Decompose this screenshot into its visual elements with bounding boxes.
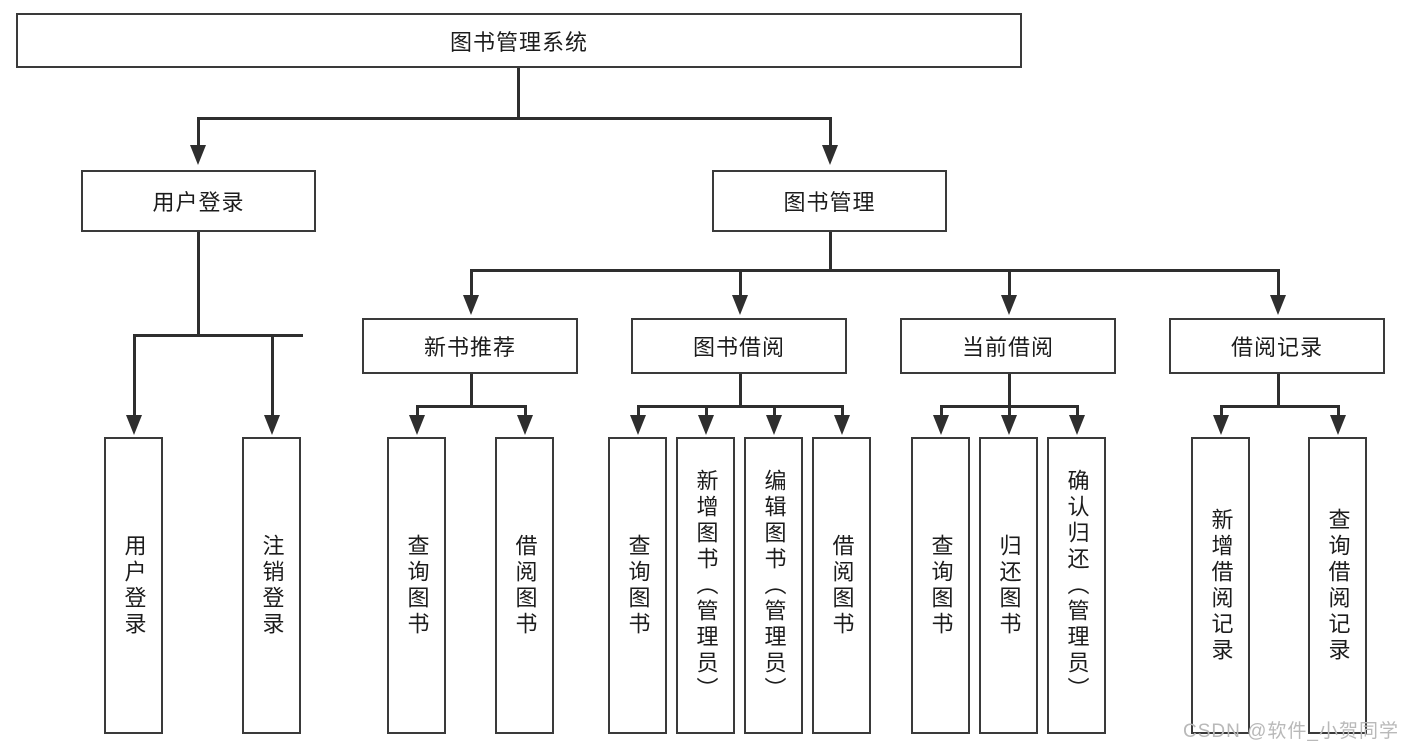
node-label: 用户登录 xyxy=(121,533,147,638)
node-user-login[interactable]: 用户登录 xyxy=(81,170,316,232)
connector-drop-book-management xyxy=(829,117,832,147)
node-new-book-recommend[interactable]: 新书推荐 xyxy=(362,318,578,374)
leaf-borrow-record-query[interactable]: 查询借阅记录 xyxy=(1308,437,1367,734)
node-label: 借阅记录 xyxy=(1230,335,1323,360)
leaf-book-borrow-query[interactable]: 查询图书 xyxy=(608,437,667,734)
arrowhead-nb-1 xyxy=(409,415,425,435)
arrowhead-new-book xyxy=(463,295,479,315)
arrowhead-borrow-record xyxy=(1270,295,1286,315)
node-label: 新书推荐 xyxy=(423,335,516,360)
arrowhead-cb-2 xyxy=(1001,415,1017,435)
node-current-borrow[interactable]: 当前借阅 xyxy=(900,318,1116,374)
connector-drop-cb-2 xyxy=(1008,405,1011,417)
connector-drop-bb-1 xyxy=(637,405,640,417)
node-label: 借阅图书 xyxy=(512,533,538,638)
node-label: 新增图书（管理员） xyxy=(693,468,719,703)
leaf-book-borrow-add[interactable]: 新增图书（管理员） xyxy=(676,437,735,734)
connector-drop-book-borrow xyxy=(739,269,742,297)
connector-drop-nb-2 xyxy=(524,405,527,417)
node-label: 查询图书 xyxy=(928,533,954,638)
connector-book-borrow-stem xyxy=(739,374,742,407)
connector-drop-br-2 xyxy=(1337,405,1340,417)
node-label: 图书借阅 xyxy=(692,335,785,360)
leaf-current-borrow-confirm-return[interactable]: 确认归还（管理员） xyxy=(1047,437,1106,734)
arrowhead-leaf-user-login-2 xyxy=(264,415,280,435)
node-label: 图书管理 xyxy=(783,190,876,215)
node-label: 图书管理系统 xyxy=(449,29,588,55)
node-label: 借阅图书 xyxy=(829,533,855,638)
connector-level3-bus xyxy=(470,269,1278,272)
leaf-borrow-record-add[interactable]: 新增借阅记录 xyxy=(1191,437,1250,734)
arrowhead-br-2 xyxy=(1330,415,1346,435)
connector-drop-bb-3 xyxy=(773,405,776,417)
arrowhead-bb-4 xyxy=(834,415,850,435)
arrowhead-book-borrow xyxy=(732,295,748,315)
connector-book-borrow-bus xyxy=(637,405,842,408)
connector-user-login-stem xyxy=(197,232,200,336)
node-root-book-management-system[interactable]: 图书管理系统 xyxy=(16,13,1022,68)
node-label: 确认归还（管理员） xyxy=(1064,468,1090,703)
connector-drop-current-borrow xyxy=(1008,269,1011,297)
connector-drop-cb-3 xyxy=(1076,405,1079,417)
csdn-watermark: CSDN @软件_小贺同学 xyxy=(1183,721,1399,742)
connector-new-book-stem xyxy=(470,374,473,407)
arrowhead-br-1 xyxy=(1213,415,1229,435)
node-label: 查询借阅记录 xyxy=(1325,507,1351,664)
connector-drop-bb-4 xyxy=(841,405,844,417)
arrowhead-bb-3 xyxy=(766,415,782,435)
leaf-new-book-query[interactable]: 查询图书 xyxy=(387,437,446,734)
connector-book-management-stem xyxy=(829,232,832,271)
node-label: 归还图书 xyxy=(996,533,1022,638)
node-label: 注销登录 xyxy=(259,533,285,638)
connector-borrow-record-stem xyxy=(1277,374,1280,407)
arrowhead-book-management xyxy=(822,145,838,165)
leaf-new-book-borrow[interactable]: 借阅图书 xyxy=(495,437,554,734)
arrowhead-bb-2 xyxy=(698,415,714,435)
connector-drop-new-book xyxy=(470,269,473,297)
connector-drop-user-login xyxy=(197,117,200,147)
leaf-user-login-login[interactable]: 用户登录 xyxy=(104,437,163,734)
connector-borrow-record-bus xyxy=(1220,405,1337,408)
connector-drop-bb-2 xyxy=(705,405,708,417)
arrowhead-current-borrow xyxy=(1001,295,1017,315)
node-book-management[interactable]: 图书管理 xyxy=(712,170,947,232)
node-label: 当前借阅 xyxy=(961,335,1054,360)
arrowhead-bb-1 xyxy=(630,415,646,435)
node-label: 新增借阅记录 xyxy=(1208,507,1234,664)
leaf-book-borrow-borrow[interactable]: 借阅图书 xyxy=(812,437,871,734)
leaf-user-login-logout[interactable]: 注销登录 xyxy=(242,437,301,734)
connector-new-book-bus xyxy=(416,405,524,408)
arrowhead-cb-3 xyxy=(1069,415,1085,435)
node-label: 编辑图书（管理员） xyxy=(761,468,787,703)
arrowhead-user-login xyxy=(190,145,206,165)
connector-drop-nb-1 xyxy=(416,405,419,417)
connector-drop-cb-1 xyxy=(940,405,943,417)
connector-user-login-bus xyxy=(133,334,303,337)
node-label: 查询图书 xyxy=(404,533,430,638)
leaf-current-borrow-return[interactable]: 归还图书 xyxy=(979,437,1038,734)
arrowhead-cb-1 xyxy=(933,415,949,435)
connector-level2-bus xyxy=(197,117,831,120)
arrowhead-leaf-user-login-1 xyxy=(126,415,142,435)
connector-drop-br-1 xyxy=(1220,405,1223,417)
arrowhead-nb-2 xyxy=(517,415,533,435)
node-label: 用户登录 xyxy=(152,190,245,215)
node-label: 查询图书 xyxy=(625,533,651,638)
leaf-current-borrow-query[interactable]: 查询图书 xyxy=(911,437,970,734)
node-book-borrow[interactable]: 图书借阅 xyxy=(631,318,847,374)
connector-current-borrow-stem xyxy=(1008,374,1011,407)
connector-root-stem xyxy=(517,68,520,118)
node-borrow-record[interactable]: 借阅记录 xyxy=(1169,318,1385,374)
leaf-book-borrow-edit[interactable]: 编辑图书（管理员） xyxy=(744,437,803,734)
connector-drop-borrow-record xyxy=(1277,269,1280,297)
connector-drop-leaf-user-login-2 xyxy=(271,334,274,417)
connector-drop-leaf-user-login-1 xyxy=(133,334,136,417)
